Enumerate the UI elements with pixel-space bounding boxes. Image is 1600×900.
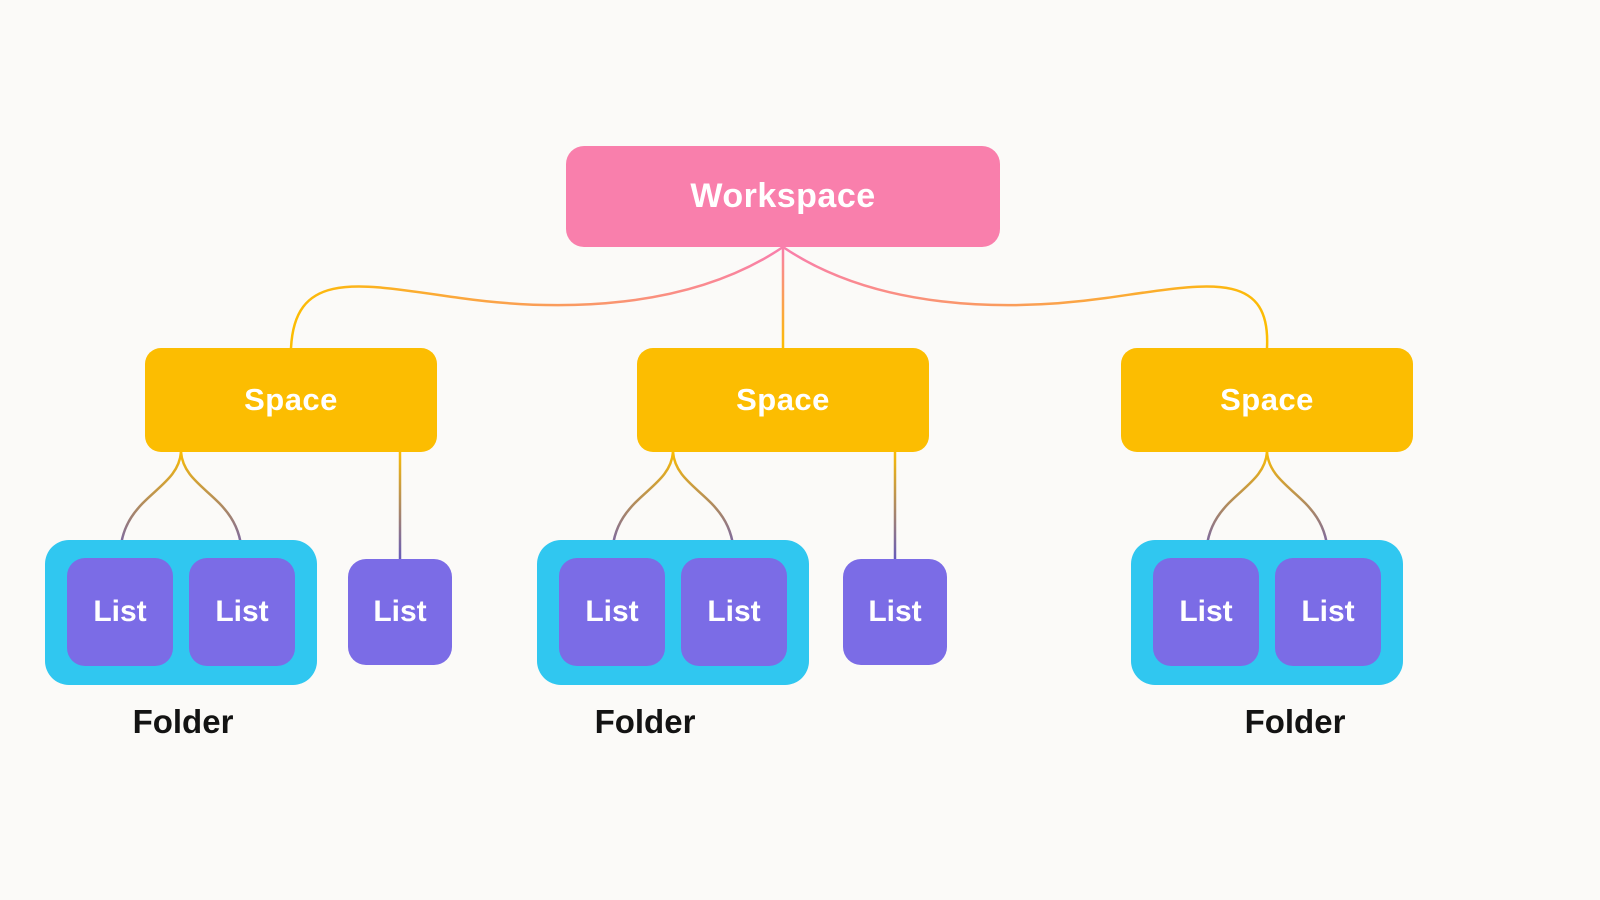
list-node-standalone: List <box>348 559 452 665</box>
space-node-3: Space <box>1121 348 1413 452</box>
folder-label-2: Folder <box>594 703 696 740</box>
connector-workspace-to-space-3 <box>781 245 1269 350</box>
list-node: List <box>559 558 665 666</box>
folder-label-3: Folder <box>1244 703 1346 740</box>
folder-label-1: Folder <box>132 703 234 740</box>
list-node: List <box>1275 558 1381 666</box>
list-node-standalone: List <box>843 559 947 665</box>
space-node-2: Space <box>637 348 929 452</box>
connector-workspace-to-space-1 <box>289 245 785 350</box>
list-node: List <box>67 558 173 666</box>
workspace-node: Workspace <box>566 146 1000 247</box>
list-node: List <box>681 558 787 666</box>
list-node: List <box>1153 558 1259 666</box>
list-node: List <box>189 558 295 666</box>
space-node-1: Space <box>145 348 437 452</box>
